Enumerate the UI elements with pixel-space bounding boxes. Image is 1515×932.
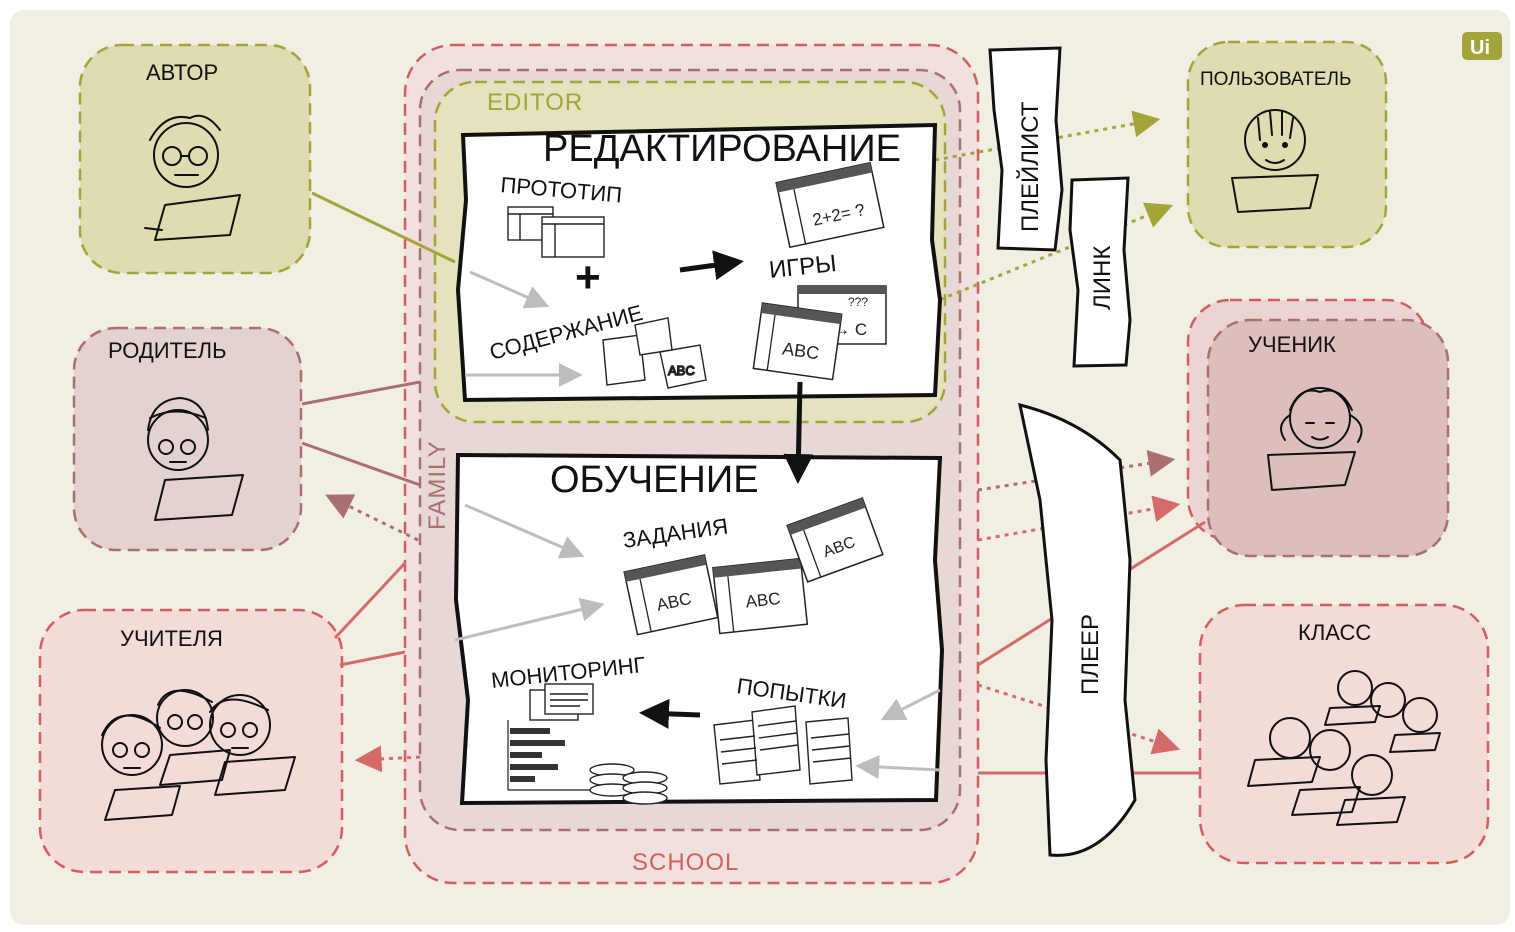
learning-title: ОБУЧЕНИЕ [550,459,759,501]
logo-text: Ui [1470,37,1490,59]
link-banner: ЛИНК [1068,176,1132,368]
math-game-window: 2+2= ? [775,161,885,249]
parent-label: РОДИТЕЛЬ [108,338,227,363]
abc-paper-text: ABC [668,363,695,378]
player-label: ПЛЕЕР [1077,614,1104,695]
learning-panel: ОБУЧЕНИЕ ЗАДАНИЯ МОНИТОРИНГ ПОПЫТКИ ABC … [453,452,945,806]
author-box [78,43,312,275]
parent-box [72,326,303,552]
player-banner: ПЛЕЕР [1018,402,1137,857]
plus-sign: + [575,253,601,302]
student-figure [1267,387,1363,491]
student-label: УЧЕНИК [1248,332,1336,357]
window-icon [507,206,605,258]
editing-title: РЕДАКТИРОВАНИЕ [543,128,901,170]
bar-chart-icon [507,720,590,791]
abc-game-window: ABC [752,302,843,381]
flow-arrows [454,250,941,779]
author-label: АВТОР [146,60,218,85]
parent-figure [147,397,244,521]
ui-logo: Ui [1462,32,1502,60]
editor-zone-label: EDITOR [487,89,583,116]
task-window-1: ABC [623,554,719,636]
task-window-3: ABC [786,497,884,583]
user-figure [1231,109,1319,213]
class-box [1198,603,1490,865]
attempt-sheets-icon [713,705,853,785]
class-label: КЛАСС [1298,620,1371,645]
class-figure [1247,670,1441,826]
author-figure [144,114,241,241]
school-zone-label: SCHOOL [632,849,739,876]
teachers-label: УЧИТЕЛЯ [120,626,223,651]
playlist-banner: ПЛЕЙЛИСТ [988,46,1064,252]
abc-card-text-3: ABC [745,589,782,612]
stack-icon [529,683,594,721]
task-window-2: ABC [712,557,809,635]
teachers-box [38,608,344,874]
user-label: ПОЛЬЗОВАТЕЛЬ [1200,69,1351,90]
qqq-text: ??? [848,295,868,309]
editing-panel: РЕДАКТИРОВАНИЕ ПРОТОТИП + СОДЕРЖАНИЕ ИГР… [455,122,943,403]
link-label: ЛИНК [1089,246,1116,310]
playlist-label: ПЛЕЙЛИСТ [1016,101,1044,232]
teachers-figure [101,689,296,821]
family-zone-label: FAMILY [424,440,451,530]
coin-stack-icon [589,763,668,805]
content-papers-icon: ABC [602,317,707,389]
